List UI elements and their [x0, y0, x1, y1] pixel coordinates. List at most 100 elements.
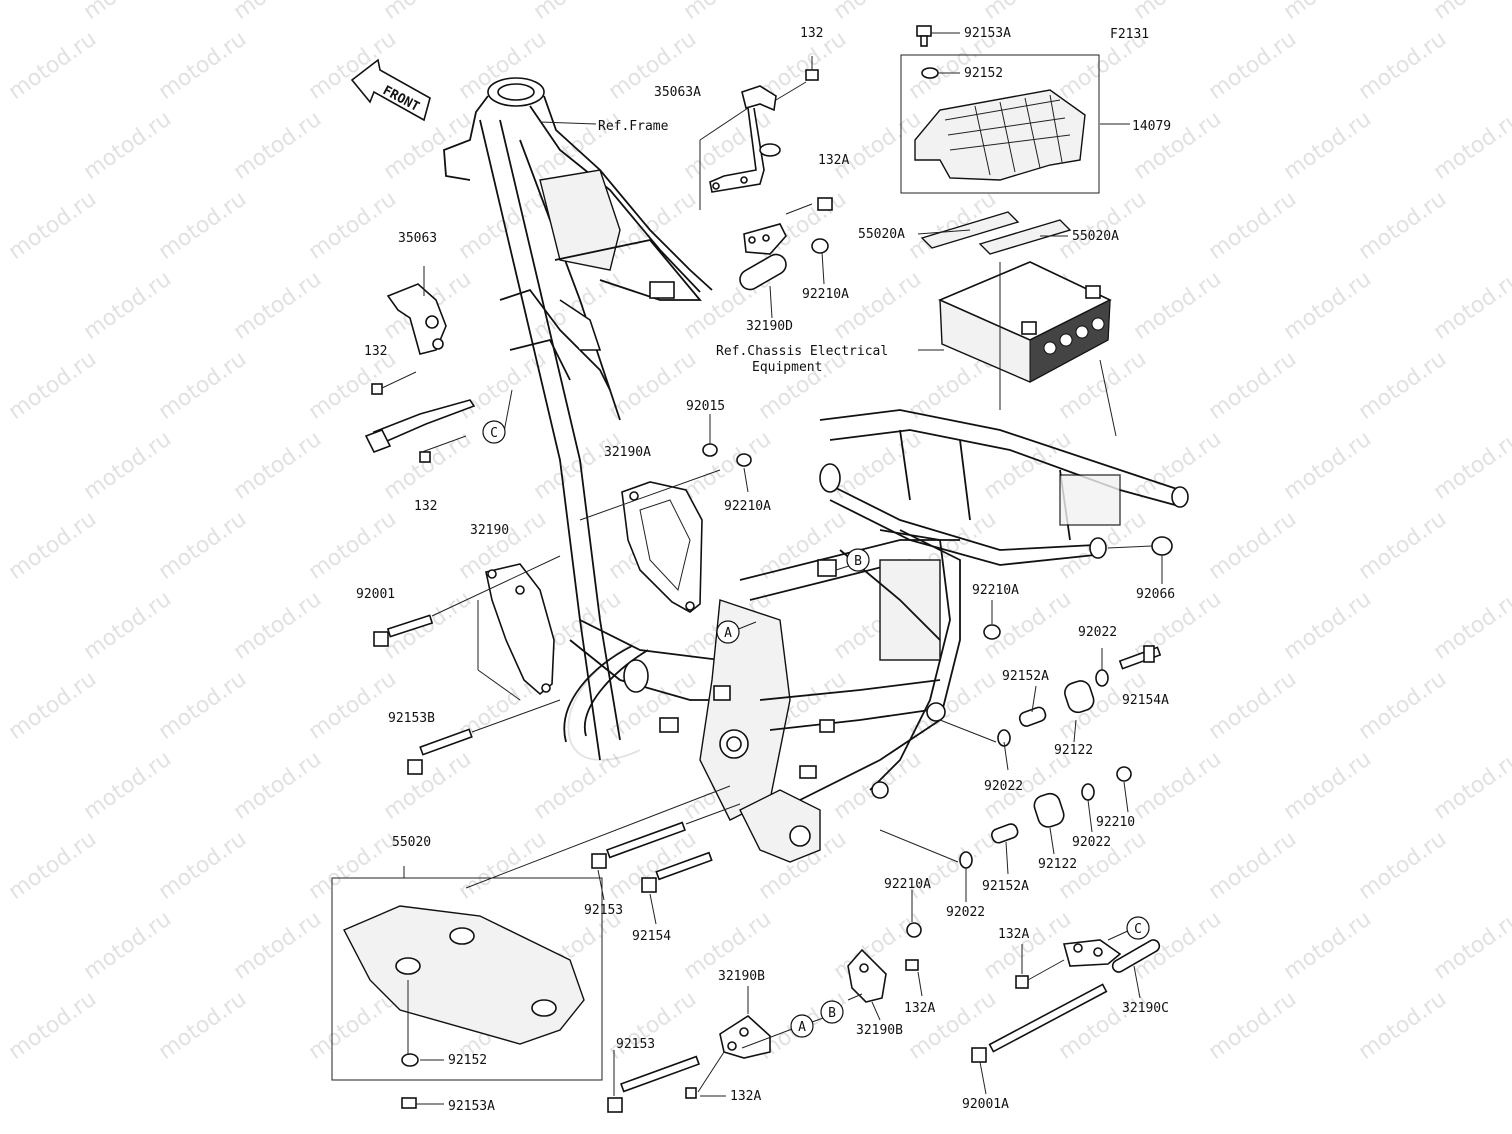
label-92001: 92001	[356, 587, 395, 602]
watermark-text: motod.ru	[1204, 667, 1301, 745]
label-55020: 55020	[392, 835, 431, 850]
svg-text:C: C	[490, 426, 498, 441]
watermark-text: motod.ru	[1429, 427, 1512, 505]
watermark-text: motod.ru	[604, 987, 701, 1065]
bolt-92153A-top	[916, 25, 960, 47]
watermark-text: motod.ru	[1279, 907, 1376, 985]
watermark-text: motod.ru	[304, 187, 401, 265]
watermark-text: motod.ru	[1279, 587, 1376, 665]
main-frame-drawing	[443, 77, 1189, 863]
svg-text:A: A	[724, 626, 732, 641]
label-92153A-bottom: 92153A	[448, 1099, 495, 1114]
battery-tray-14079	[900, 54, 1100, 194]
watermark-text: motod.ru	[79, 267, 176, 345]
label-32190B-left: 32190B	[718, 969, 765, 984]
watermark-text: motod.ru	[1054, 987, 1151, 1065]
watermark-text: motod.ru	[4, 827, 101, 905]
callout-b-1: B	[846, 548, 870, 572]
watermark-text: motod.ru	[454, 827, 551, 905]
watermark-text: motod.ru	[79, 907, 176, 985]
label-92152A-b: 92152A	[982, 879, 1029, 894]
label-92210A-mid: 92210A	[724, 499, 771, 514]
watermark-text: motod.ru	[1204, 347, 1301, 425]
label-92066: 92066	[1136, 587, 1175, 602]
watermark-text: motod.ru	[679, 427, 776, 505]
ref-frame-label: Ref.Frame	[598, 119, 669, 134]
label-132A-mid: 132A	[904, 1001, 935, 1016]
label-92015: 92015	[686, 399, 725, 414]
watermark-text: motod.ru	[1129, 0, 1226, 25]
watermark-text: motod.ru	[1279, 267, 1376, 345]
label-132-top: 132	[800, 26, 823, 41]
bolt-92154	[641, 851, 713, 893]
watermark-text: motod.ru	[1429, 587, 1512, 665]
bushing-group-lower	[879, 766, 1132, 869]
label-92154A: 92154A	[1122, 693, 1169, 708]
callout-a-2: A	[790, 1014, 814, 1038]
label-92122-b: 92122	[1038, 857, 1077, 872]
label-92122-a: 92122	[1054, 743, 1093, 758]
watermark-text: motod.ru	[379, 107, 476, 185]
watermark-text: motod.ru	[1429, 107, 1512, 185]
watermark-text: motod.ru	[79, 427, 176, 505]
callout-c-2: C	[1126, 916, 1150, 940]
shaft-32190D	[739, 197, 833, 291]
label-92153-mid: 92153	[584, 903, 623, 918]
callout-b-2: B	[820, 1000, 844, 1024]
watermark-text: motod.ru	[79, 587, 176, 665]
watermark-text: motod.ru	[79, 107, 176, 185]
watermark-text: motod.ru	[1354, 187, 1451, 265]
label-92152-bottom: 92152	[448, 1053, 487, 1068]
label-92001A: 92001A	[962, 1097, 1009, 1112]
watermark-text: motod.ru	[154, 667, 251, 745]
watermark-text: motod.ru	[979, 0, 1076, 25]
ref-chassis-label-line2: Equipment	[752, 360, 822, 375]
watermark-text: motod.ru	[154, 187, 251, 265]
bracket-32190B-left	[607, 1014, 771, 1113]
watermark-text: motod.ru	[154, 27, 251, 105]
watermark-text: motod.ru	[304, 507, 401, 585]
label-92152A-a: 92152A	[1002, 669, 1049, 684]
bracket-32190C	[1015, 939, 1161, 989]
washer-92152-top	[921, 67, 960, 79]
watermark-text: motod.ru	[1204, 187, 1301, 265]
label-92022-b: 92022	[984, 779, 1023, 794]
watermark-text: motod.ru	[379, 0, 476, 25]
diagram-labels: F2131 Ref.Frame Ref.Chassis Electrical E…	[356, 26, 1175, 1114]
watermark-text: motod.ru	[1279, 0, 1376, 25]
cap-92066	[1107, 536, 1173, 584]
watermark-text: motod.ru	[154, 827, 251, 905]
battery-tray-box	[900, 54, 1100, 194]
watermark-text: motod.ru	[1354, 507, 1451, 585]
watermark-text: motod.ru	[1129, 267, 1226, 345]
watermark-text: motod.ru	[4, 27, 101, 105]
label-32190A: 32190A	[604, 445, 651, 460]
watermark-text: motod.ru	[1204, 987, 1301, 1065]
bolt-92153-mid	[591, 803, 741, 869]
bracket-35063	[364, 266, 476, 463]
watermark-text: motod.ru	[1204, 27, 1301, 105]
label-32190: 32190	[470, 523, 509, 538]
bolt-132-top	[775, 56, 819, 101]
watermark-text: motod.ru	[79, 0, 176, 25]
svg-text:A: A	[798, 1020, 806, 1035]
watermark-text: motod.ru	[229, 107, 326, 185]
watermark-text: motod.ru	[1279, 427, 1376, 505]
watermark-text: motod.ru	[154, 987, 251, 1065]
label-92154: 92154	[632, 929, 671, 944]
label-55020A-right: 55020A	[1072, 229, 1119, 244]
leader-lines	[403, 121, 1141, 1097]
watermark-text: motod.ru	[1354, 827, 1451, 905]
label-35063A: 35063A	[654, 85, 701, 100]
watermark-text: motod.ru	[1204, 507, 1301, 585]
bracket-32190B-right	[847, 922, 922, 1003]
watermark-text: motod.ru	[1279, 747, 1376, 825]
watermark-text: motod.ru	[229, 0, 326, 25]
watermark-text: motod.ru	[4, 347, 101, 425]
watermark-text: motod.ru	[229, 747, 326, 825]
bolt-92001A	[971, 983, 1108, 1063]
watermark-text: motod.ru	[4, 187, 101, 265]
watermark-text: motod.ru	[229, 267, 326, 345]
watermark-text: motod.ru	[4, 667, 101, 745]
ref-chassis-label-line1: Ref.Chassis Electrical	[716, 344, 888, 359]
